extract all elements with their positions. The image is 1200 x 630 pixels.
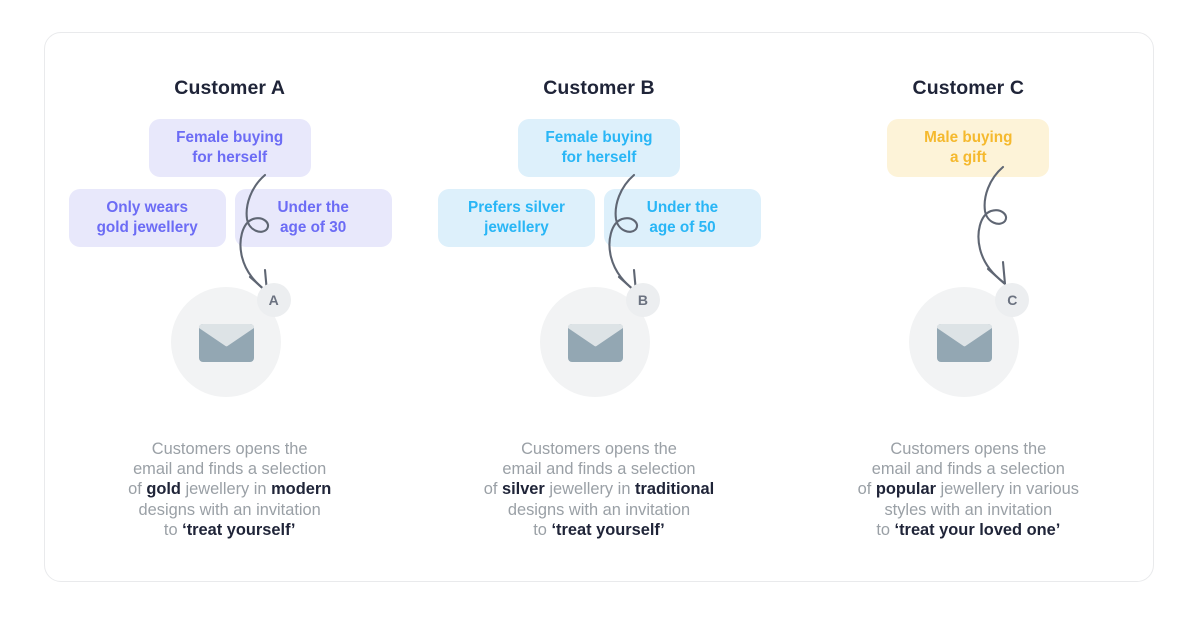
desc-b-line4: designs with an invitation [507,500,691,519]
avatar-a: A [169,282,291,401]
desc-c-line2: email and finds a selection [871,459,1065,478]
column-title-c: Customer C [912,77,1025,99]
desc-a-line1: Customers opens the [151,439,308,458]
envelope-icon-b [567,323,623,362]
curly-arrow-icon-c [956,159,1066,289]
avatar-b: B [538,282,660,401]
desc-c-line3-pre: of [857,480,876,499]
desc-c-line4: styles with an invitation [884,500,1053,519]
desc-a-line5-pre: to [163,521,183,540]
description-c: Customers opens the email and finds a se… [833,439,1103,541]
desc-a-bold2: modern [271,480,332,499]
description-b: Customers opens the email and finds a se… [464,439,734,541]
avatar-badge-b: B [625,282,660,317]
desc-b-line3-mid: jewellery in [544,480,635,499]
desc-b-line1: Customers opens the [521,439,677,458]
desc-a-line3-pre: of [128,480,147,499]
avatar-c: C [907,282,1030,401]
desc-c-line1: Customers opens the [890,439,1047,458]
desc-a-line4: designs with an invitation [138,500,321,519]
desc-c-quote: ‘treat your loved one’ [894,521,1061,540]
desc-b-bold1: silver [501,480,545,499]
desc-c-bold1: popular [875,480,936,499]
desc-c-line5-pre: to [876,521,895,540]
desc-b-line5-pre: to [533,521,552,540]
avatar-badge-a: A [256,282,291,317]
desc-c-line3-mid: jewellery in various [935,480,1079,499]
desc-b-quote: ‘treat yourself’ [551,521,665,540]
desc-b-bold2: traditional [635,480,715,499]
desc-a-quote: ‘treat yourself’ [182,521,296,540]
column-title-a: Customer A [174,77,286,99]
description-a: Customers opens the email and finds a se… [95,439,365,541]
desc-a-bold1: gold [146,480,181,499]
column-title-b: Customer B [543,77,655,99]
avatar-badge-c: C [995,282,1030,317]
envelope-icon-a [198,323,254,362]
envelope-icon-c [937,323,993,362]
desc-b-line3-pre: of [483,480,502,499]
desc-a-line2: email and finds a selection [133,459,327,478]
desc-b-line2: email and finds a selection [502,459,696,478]
desc-a-line3-mid: jewellery in [180,480,272,499]
